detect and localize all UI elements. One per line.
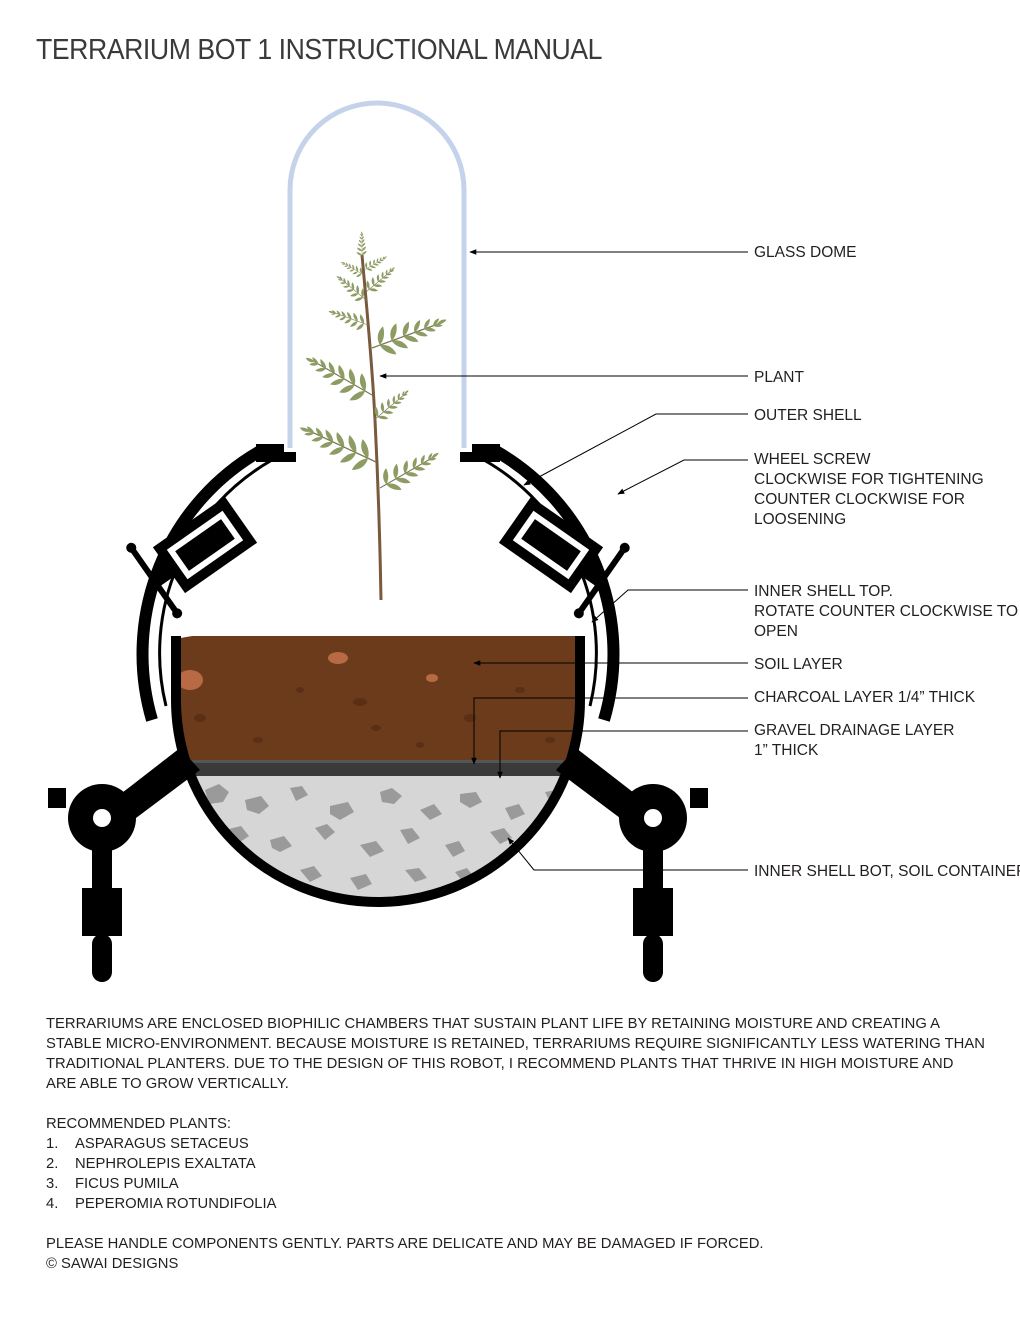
- description-paragraph: TERRARIUMS ARE ENCLOSED BIOPHILIC CHAMBE…: [46, 1016, 985, 1092]
- stand-left: [48, 748, 200, 982]
- label-glass-dome: GLASS DOME: [754, 244, 857, 261]
- label-plant: PLANT: [754, 369, 804, 386]
- label-charcoal-layer: CHARCOAL LAYER 1/4” THICK: [754, 689, 976, 706]
- stand-right: [556, 748, 708, 982]
- label-wheel-screw: WHEEL SCREW CLOCKWISE FOR TIGHTENING COU…: [754, 451, 988, 528]
- body-text: TERRARIUMS ARE ENCLOSED BIOPHILIC CHAMBE…: [46, 1014, 986, 1274]
- list-item: 4.PEPEROMIA ROTUNDIFOLIA: [46, 1196, 277, 1212]
- label-inner-shell-bot: INNER SHELL BOT, SOIL CONTAINER: [754, 863, 1020, 880]
- list-item: 3.FICUS PUMILA: [46, 1176, 179, 1192]
- label-inner-shell-top: INNER SHELL TOP. ROTATE COUNTER CLOCKWIS…: [754, 583, 1020, 640]
- wheel-screw-left: [126, 496, 258, 619]
- soil-layer: [176, 636, 580, 760]
- leader-lines: [379, 249, 748, 871]
- inner-shell-bot: [171, 636, 585, 907]
- wheel-screw-right: [498, 496, 630, 619]
- copyright: © SAWAI DESIGNS: [46, 1256, 179, 1272]
- page-title: TERRARIUM BOT 1 INSTRUCTIONAL MANUAL: [36, 34, 603, 66]
- glass-dome: [287, 100, 467, 448]
- soil-pebbles: [177, 652, 438, 690]
- label-gravel-layer: GRAVEL DRAINAGE LAYER 1” THICK: [754, 722, 959, 759]
- plant: [292, 231, 452, 601]
- gravel-stones: [205, 784, 561, 890]
- label-outer-shell: OUTER SHELL: [754, 407, 862, 424]
- recommended-plants-list: 1.ASPARAGUS SETACEUS 2.NEPHROLEPIS EXALT…: [46, 1134, 986, 1214]
- terrarium-diagram: GLASS DOME PLANT OUTER SHELL WHEEL SCREW…: [48, 100, 1020, 982]
- label-soil-layer: SOIL LAYER: [754, 656, 843, 673]
- recommended-plants-heading: RECOMMENDED PLANTS:: [46, 1116, 231, 1132]
- list-item: 1.ASPARAGUS SETACEUS: [46, 1136, 249, 1152]
- callout-labels: GLASS DOME PLANT OUTER SHELL WHEEL SCREW…: [754, 244, 1020, 880]
- inner-shell-contents: [176, 636, 580, 902]
- list-item: 2.NEPHROLEPIS EXALTATA: [46, 1156, 256, 1172]
- handling-note: PLEASE HANDLE COMPONENTS GENTLY. PARTS A…: [46, 1236, 764, 1252]
